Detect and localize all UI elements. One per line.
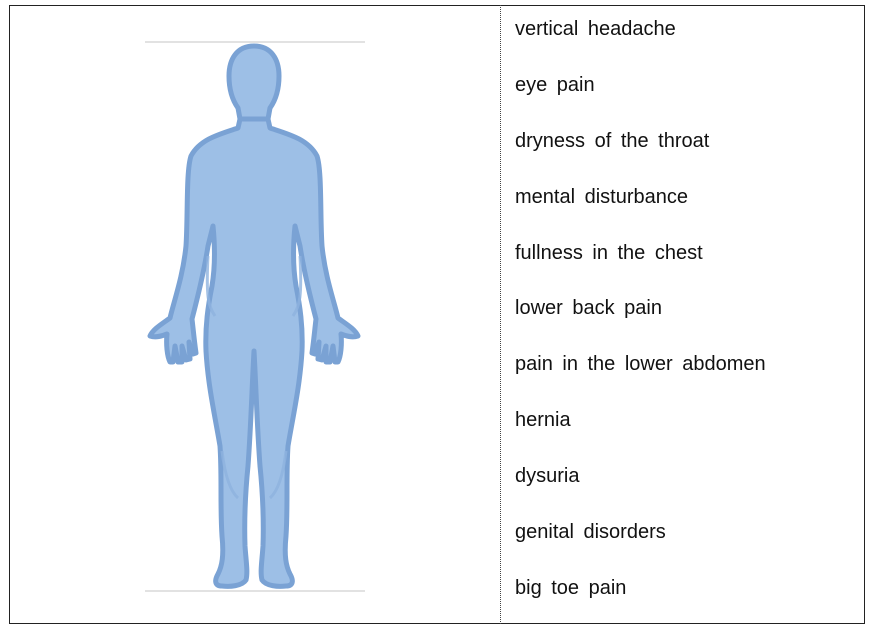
symptom-dryness-of-throat: dryness of the throat <box>515 128 860 184</box>
symptom-dysuria: dysuria <box>515 463 860 519</box>
symptom-lower-abdomen-pain: pain in the lower abdomen <box>515 351 860 407</box>
body-figure-cell <box>10 6 499 623</box>
symptom-fullness-in-chest: fullness in the chest <box>515 240 860 296</box>
column-divider <box>500 5 501 624</box>
symptom-big-toe-pain: big toe pain <box>515 575 860 631</box>
symptom-lower-back-pain: lower back pain <box>515 295 860 351</box>
human-body-icon <box>10 6 499 623</box>
symptom-eye-pain: eye pain <box>515 72 860 128</box>
symptom-list: vertical headache eye pain dryness of th… <box>515 16 860 631</box>
symptom-genital-disorders: genital disorders <box>515 519 860 575</box>
symptom-vertical-headache: vertical headache <box>515 16 860 72</box>
symptom-mental-disturbance: mental disturbance <box>515 184 860 240</box>
symptom-hernia: hernia <box>515 407 860 463</box>
